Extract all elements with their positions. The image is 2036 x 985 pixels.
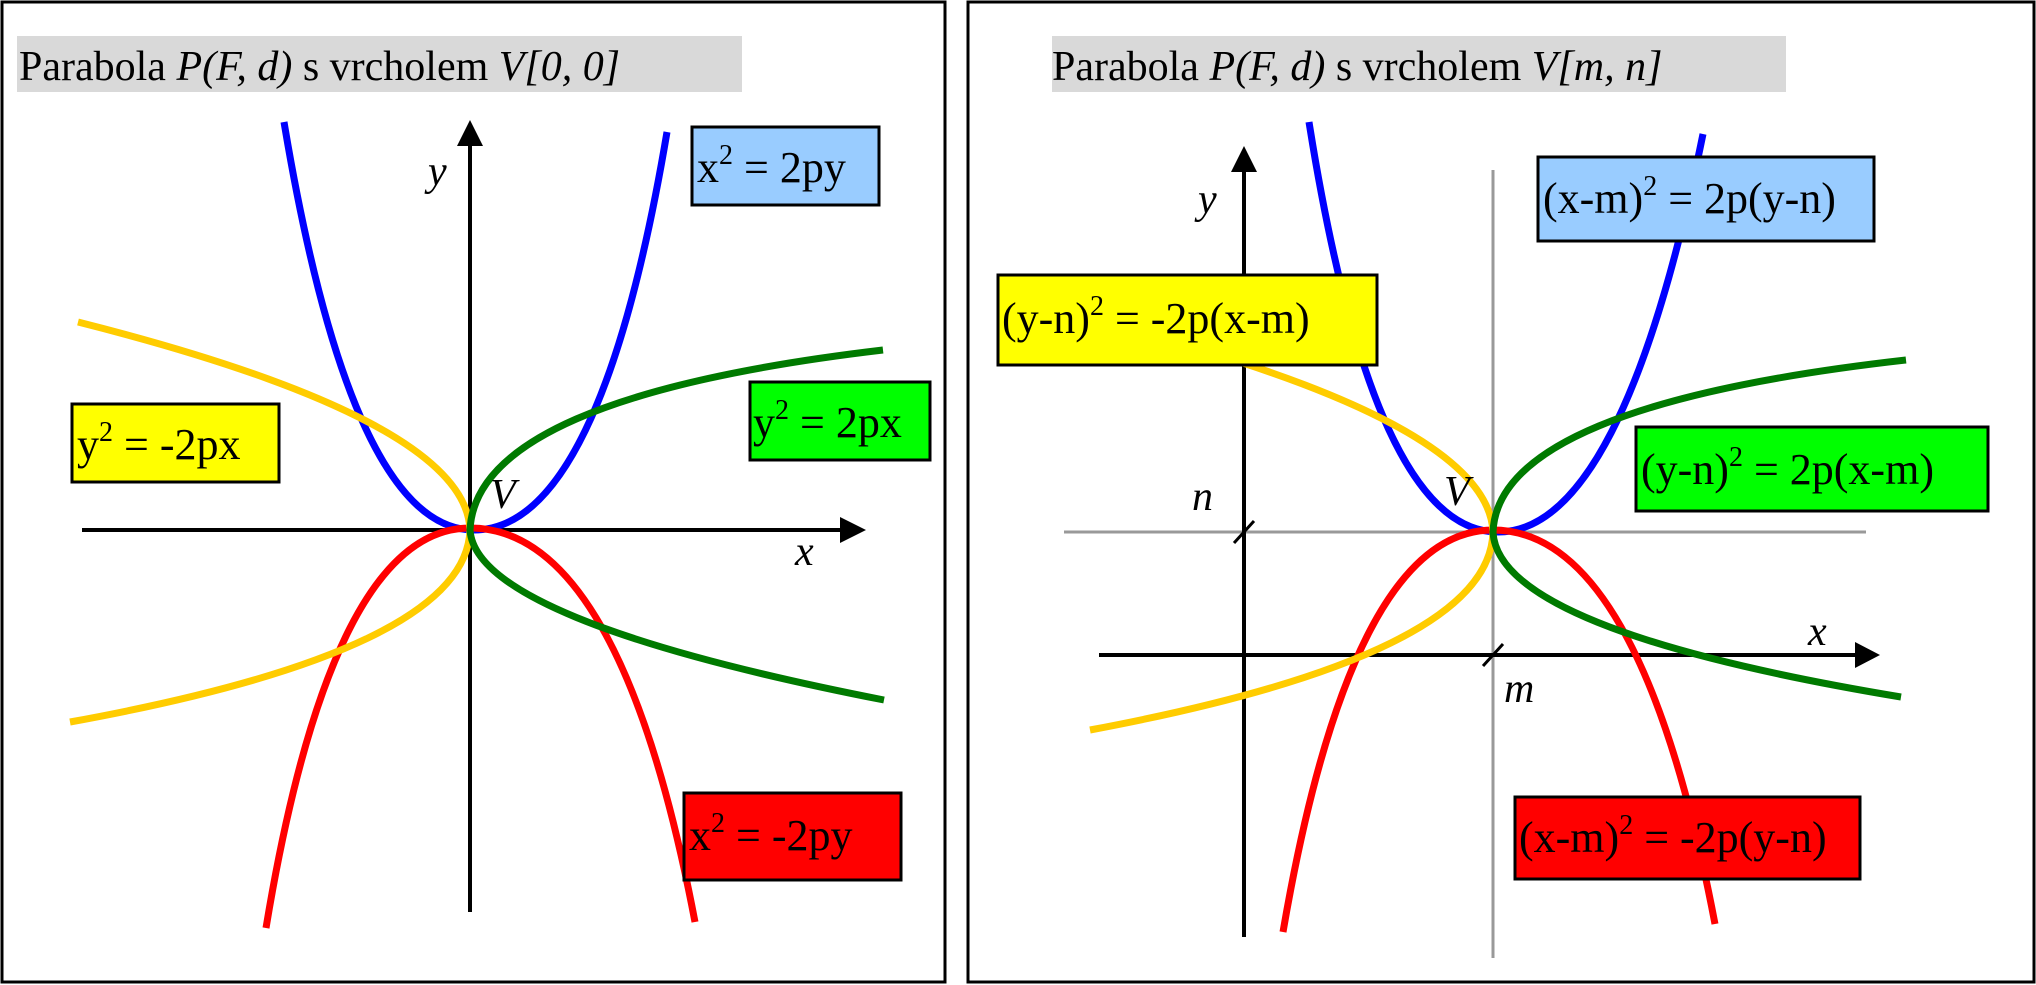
left-panel: Parabola P(F, d) s vrcholem V[0, 0] x y … xyxy=(0,0,947,984)
right-y-axis-arrowhead xyxy=(1231,146,1257,172)
left-title-vertex: V[0, 0] xyxy=(499,44,620,90)
right-x-axis-arrowhead xyxy=(1855,642,1880,668)
left-title: Parabola P(F, d) s vrcholem V[0, 0] xyxy=(19,44,620,90)
left-x-label: x xyxy=(794,529,814,575)
right-m-label: m xyxy=(1504,666,1534,712)
svg-text:y2 = -2px: y2 = -2px xyxy=(77,417,240,469)
left-x-axis-arrowhead xyxy=(840,517,866,543)
left-vertex-label: V xyxy=(490,472,520,518)
left-title-background xyxy=(17,36,742,92)
right-vertex-label: V xyxy=(1444,469,1474,515)
right-equation-red: (x-m)2 = -2p(y-n) xyxy=(1513,795,1862,881)
right-equation-yellow: (y-n)2 = -2p(x-m) xyxy=(996,273,1379,367)
left-equation-yellow: y2 = -2px xyxy=(70,402,281,484)
left-equation-green: y2 = 2px xyxy=(748,380,932,462)
right-equation-blue: (x-m)2 = 2p(y-n) xyxy=(1536,155,1876,243)
right-curve-green xyxy=(1489,356,1907,701)
right-title-vertex: V[m, n] xyxy=(1532,44,1663,90)
svg-text:(y-n)2 = 2p(x-m): (y-n)2 = 2p(x-m) xyxy=(1641,442,1934,494)
left-title-parabola-symbol: P(F, d) xyxy=(175,44,292,90)
right-panel: Parabola P(F, d) s vrcholem V[m, n] x y … xyxy=(966,0,2036,984)
right-y-label: y xyxy=(1194,177,1217,223)
left-title-prefix: Parabola xyxy=(19,44,176,90)
svg-text:(x-m)2 = 2p(y-n): (x-m)2 = 2p(y-n) xyxy=(1543,171,1836,223)
right-title-prefix: Parabola xyxy=(1052,44,1209,90)
left-y-axis-arrowhead xyxy=(457,120,483,146)
right-title-parabola-symbol: P(F, d) xyxy=(1208,44,1325,90)
svg-text:y2 = 2px: y2 = 2px xyxy=(753,395,902,447)
right-title: Parabola P(F, d) s vrcholem V[m, n] xyxy=(1052,44,1662,90)
left-y-label: y xyxy=(424,149,447,195)
right-title-middle: s vrcholem xyxy=(1325,44,1531,90)
right-n-tick xyxy=(1232,519,1256,545)
right-m-tick xyxy=(1481,642,1505,668)
right-x-label: x xyxy=(1807,609,1827,655)
svg-text:x2 = -2py: x2 = -2py xyxy=(689,808,852,860)
svg-text:(x-m)2 = -2p(y-n): (x-m)2 = -2p(y-n) xyxy=(1519,810,1827,862)
right-title-background xyxy=(1052,36,1786,92)
left-curve-green xyxy=(466,346,885,704)
right-equation-green: (y-n)2 = 2p(x-m) xyxy=(1634,425,1990,513)
svg-text:(y-n)2 = -2p(x-m): (y-n)2 = -2p(x-m) xyxy=(1002,291,1310,343)
left-equation-blue: x2 = 2py xyxy=(690,125,881,207)
left-equation-red: x2 = -2py xyxy=(682,791,903,882)
right-n-label: n xyxy=(1192,474,1213,520)
left-title-middle: s vrcholem xyxy=(292,44,498,90)
svg-text:x2 = 2py: x2 = 2py xyxy=(697,140,846,192)
